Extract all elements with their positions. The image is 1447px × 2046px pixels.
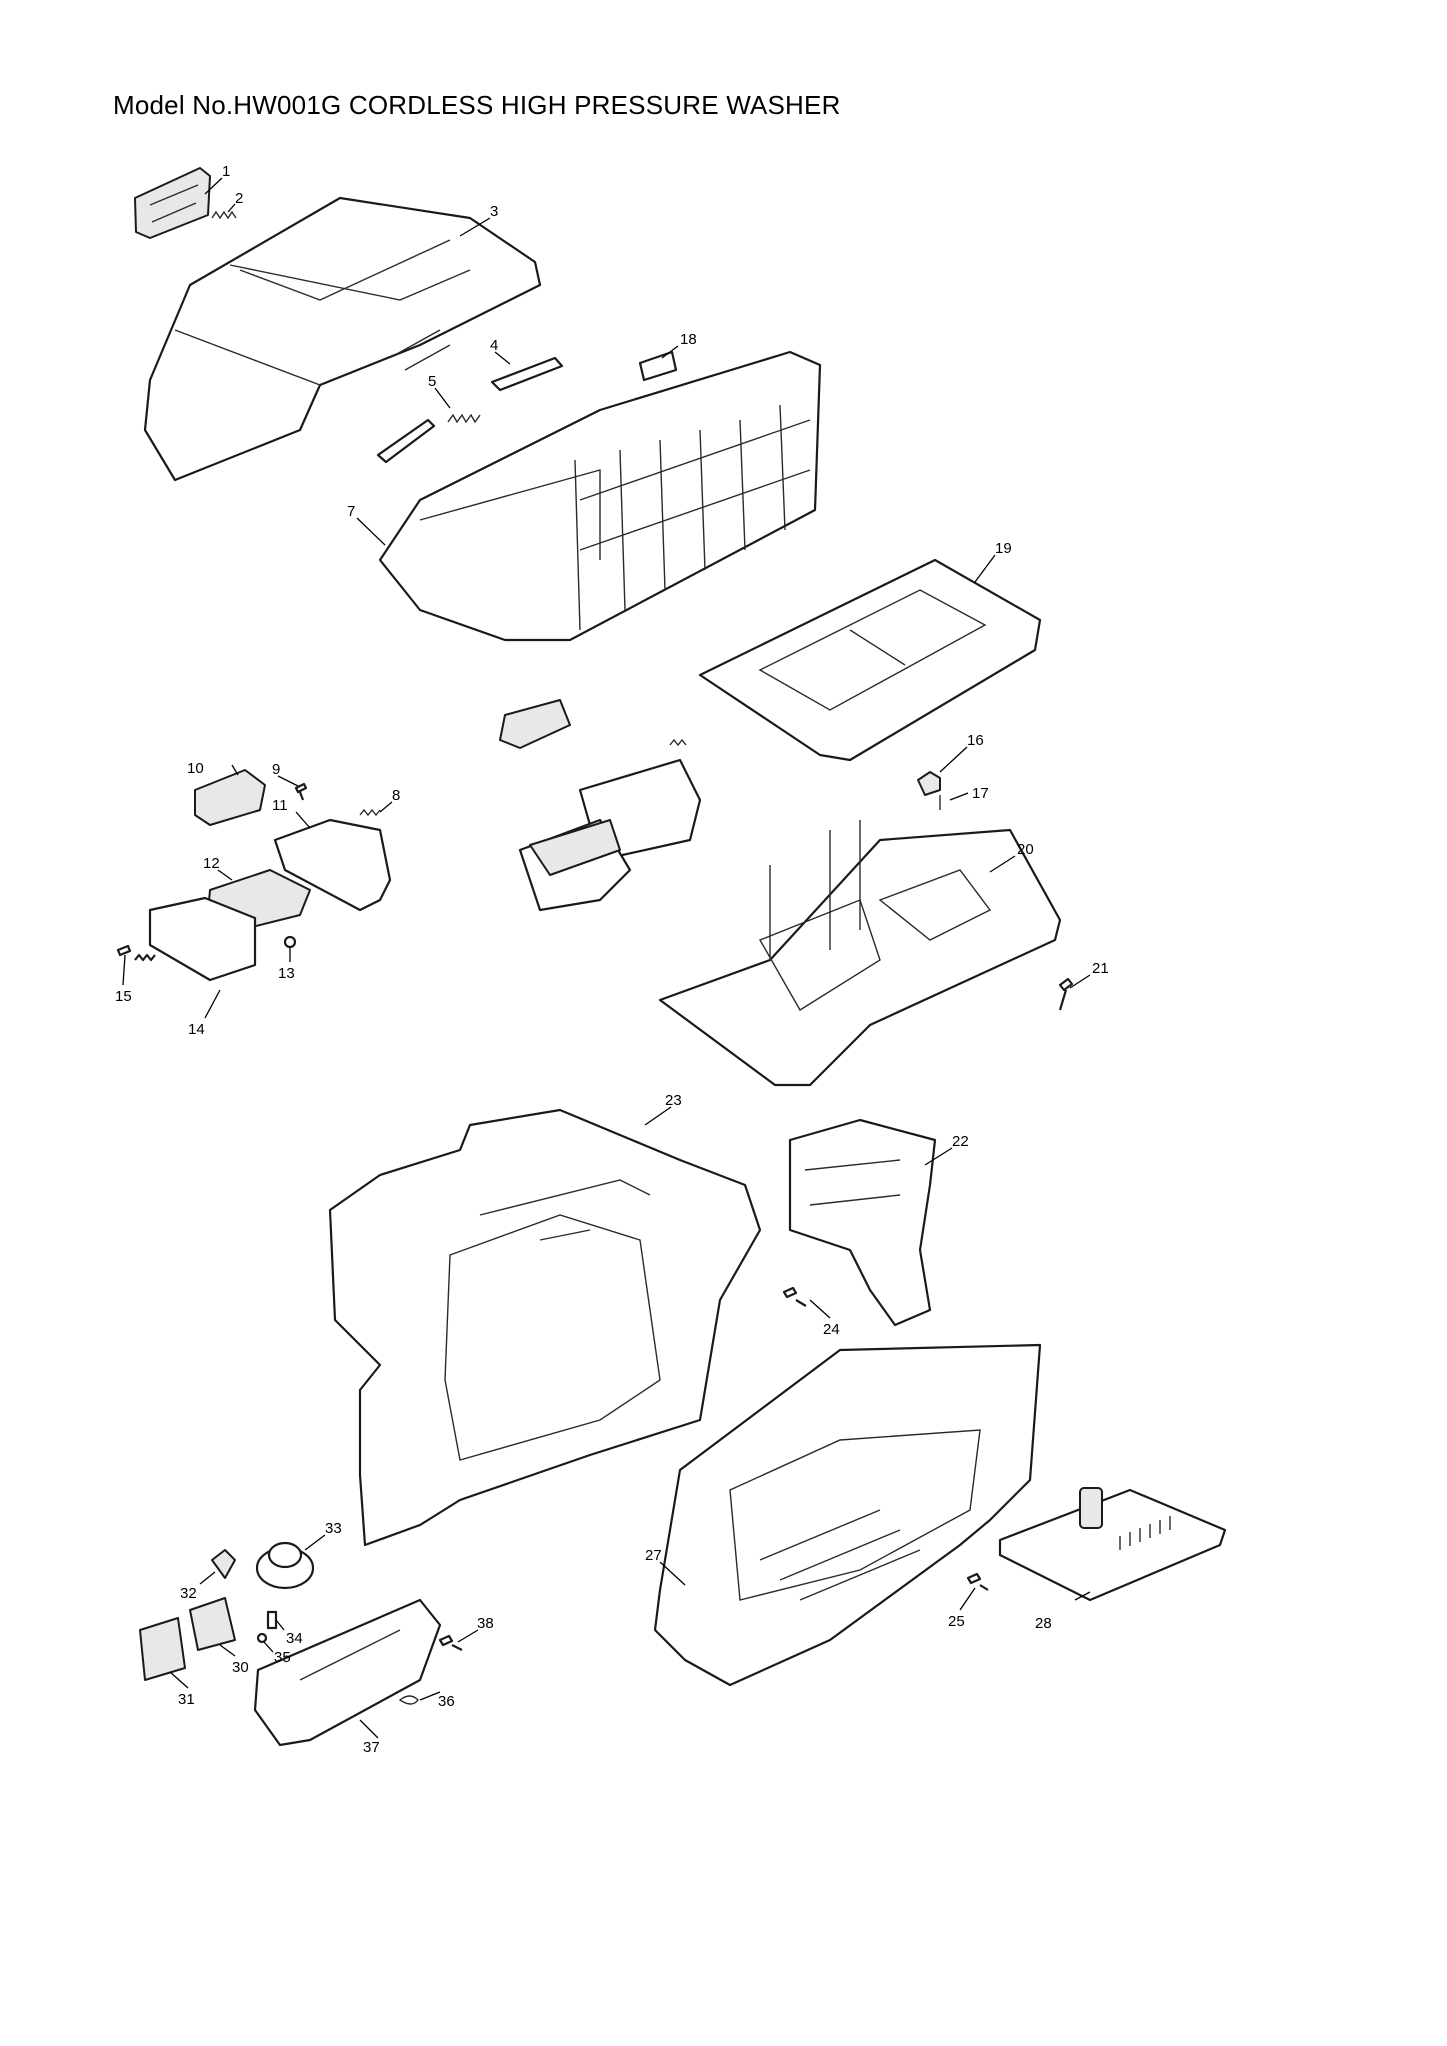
part-9-screw (294, 782, 308, 801)
part-24-screw (782, 1286, 807, 1307)
part-5-spring (447, 413, 481, 424)
part-33-knob (255, 1541, 315, 1590)
part-13-screw (283, 935, 297, 949)
part-3-top-cover (143, 196, 542, 482)
callout-33: 33 (325, 1520, 342, 1537)
callout-20: 20 (1017, 841, 1034, 858)
callout-labels: 1 2 3 4 5 7 8 9 10 11 12 13 14 15 16 17 … (115, 163, 1109, 1756)
part-2-spring (211, 210, 237, 220)
callout-34: 34 (286, 1630, 303, 1647)
page-title: Model No.HW001G CORDLESS HIGH PRESSURE W… (113, 90, 841, 120)
callout-23: 23 (665, 1092, 682, 1109)
part-18-label (638, 350, 678, 382)
part-38-screw (438, 1634, 463, 1651)
part-25-screw (966, 1572, 989, 1591)
center-switch-group (499, 699, 702, 912)
callout-28: 28 (1035, 1615, 1052, 1632)
callout-15: 15 (115, 988, 132, 1005)
callout-3: 3 (490, 203, 498, 220)
part-22-cover (788, 1118, 937, 1327)
callout-32: 32 (180, 1585, 197, 1602)
callout-38: 38 (477, 1615, 494, 1632)
part-8-spring (359, 808, 381, 817)
callout-22: 22 (952, 1133, 969, 1150)
part-32-clip (211, 1549, 236, 1579)
part-31-pad (139, 1617, 186, 1681)
callout-25: 25 (948, 1613, 965, 1630)
part-14-housing-part (148, 896, 257, 982)
part-30-pad (189, 1597, 236, 1651)
callout-37: 37 (363, 1739, 380, 1756)
callout-19: 19 (995, 540, 1012, 557)
part-15-screw (116, 944, 156, 962)
callout-35: 35 (274, 1649, 291, 1666)
callout-31: 31 (178, 1691, 195, 1708)
pin-part (376, 418, 436, 464)
part-21-screw (1058, 977, 1074, 1011)
part-23-main-housing (328, 1108, 762, 1547)
part-36-clip (398, 1695, 419, 1705)
callout-30: 30 (232, 1659, 249, 1676)
callout-11: 11 (272, 797, 288, 814)
callout-36: 36 (438, 1693, 455, 1710)
callout-16: 16 (967, 732, 984, 749)
callout-5: 5 (428, 373, 436, 390)
part-27-bottom-housing (653, 1343, 1042, 1687)
part-10-switch (194, 769, 266, 826)
callout-9: 9 (272, 761, 280, 778)
callout-21: 21 (1092, 960, 1109, 977)
part-4-rod (490, 356, 564, 392)
callout-7: 7 (347, 503, 355, 520)
leader-lines (122, 177, 1091, 1739)
part-7-housing-top (378, 350, 822, 642)
callout-13: 13 (278, 965, 295, 982)
callout-1: 1 (222, 163, 230, 180)
part-35-nut (256, 1632, 268, 1644)
callout-8: 8 (392, 787, 400, 804)
callout-12: 12 (203, 855, 220, 872)
part-28-controller (998, 1487, 1227, 1602)
callout-24: 24 (823, 1321, 840, 1338)
part-11-bracket (273, 818, 392, 912)
part-16-clip (917, 771, 941, 796)
callout-10: 10 (187, 760, 204, 777)
callout-27: 27 (645, 1547, 662, 1564)
part-37-control-panel (253, 1598, 442, 1747)
callout-4: 4 (490, 337, 498, 354)
callout-14: 14 (188, 1021, 205, 1038)
part-34-pin (266, 1610, 278, 1630)
part-1-latch (134, 167, 211, 239)
callout-18: 18 (680, 331, 697, 348)
callout-17: 17 (972, 785, 989, 802)
part-19-plate (698, 558, 1042, 762)
callout-2: 2 (235, 190, 243, 207)
part-20-base-plate (658, 820, 1062, 1087)
